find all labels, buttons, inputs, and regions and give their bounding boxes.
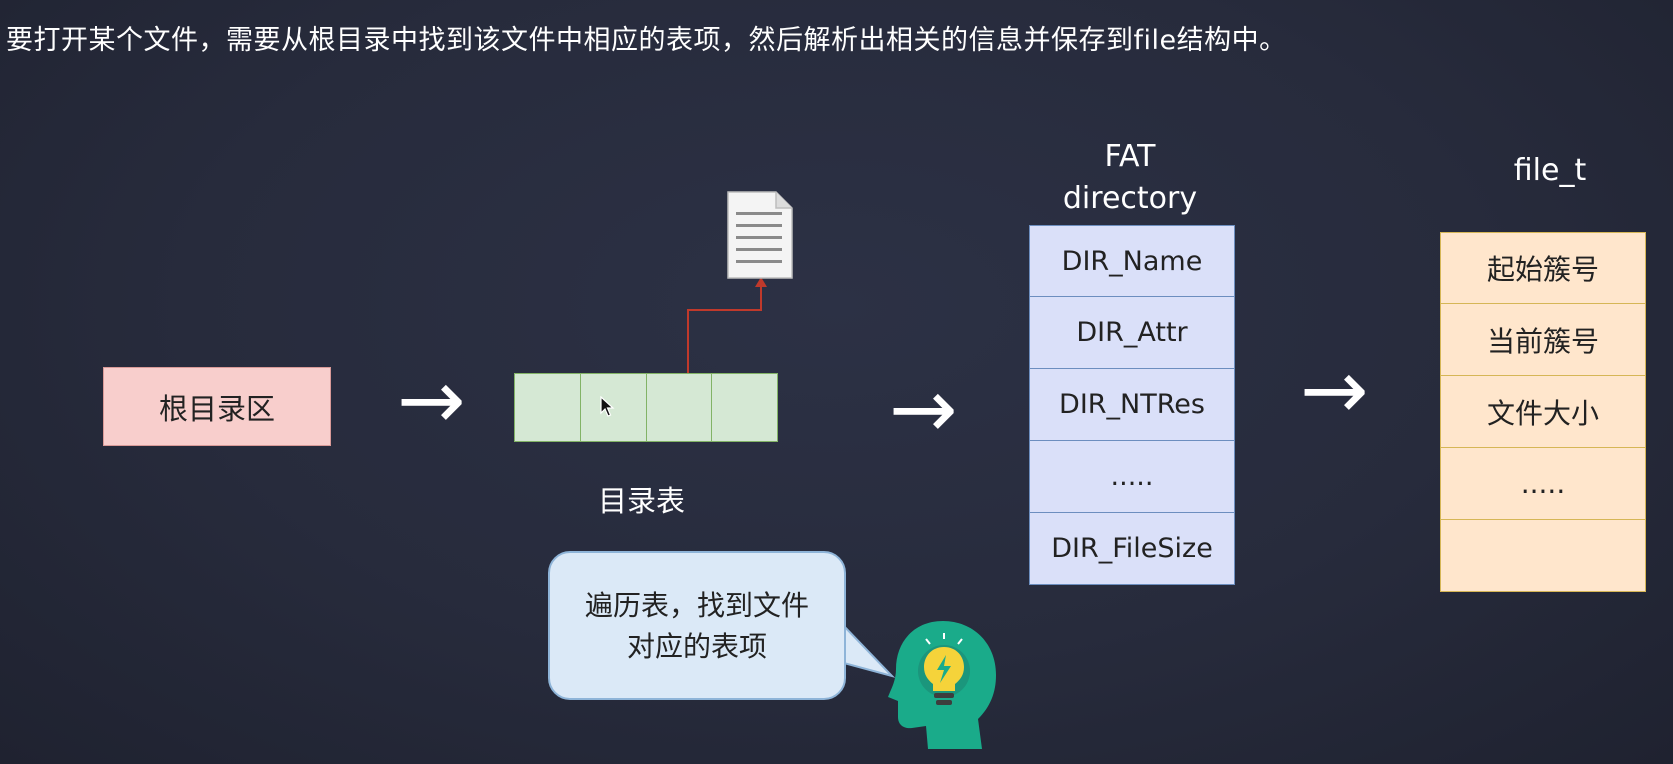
file-struct-row: 起始簇号: [1440, 232, 1646, 304]
fat-directory-row: DIR_NTRes: [1029, 369, 1235, 441]
callout-bubble: 遍历表，找到文件 对应的表项: [548, 551, 846, 700]
fat-directory-row: DIR_FileSize: [1029, 513, 1235, 585]
document-icon: [727, 191, 793, 279]
directory-table-cell: [515, 374, 581, 441]
directory-table-cell: [580, 374, 647, 441]
page-caption: 要打开某个文件，需要从根目录中找到该文件中相应的表项，然后解析出相关的信息并保存…: [6, 25, 1287, 56]
file-struct-table: 起始簇号 当前簇号 文件大小 .....: [1440, 232, 1646, 592]
directory-table-cell: [712, 374, 777, 441]
right-arrow-icon: →: [1300, 343, 1369, 438]
fat-directory-row: .....: [1029, 441, 1235, 513]
right-arrow-icon: →: [889, 362, 958, 457]
root-directory-box: 根目录区: [103, 367, 331, 446]
directory-table-cell: [646, 374, 713, 441]
callout-line1: 遍历表，找到文件: [584, 588, 809, 622]
fat-directory-title-line1: FAT: [1104, 139, 1156, 174]
connector-arrow: [687, 277, 767, 373]
file-struct-row: 当前簇号: [1440, 304, 1646, 376]
file-struct-row: 文件大小: [1440, 376, 1646, 448]
root-directory-label: 根目录区: [158, 391, 275, 426]
directory-table-label: 目录表: [598, 484, 686, 518]
fat-directory-title-line2: directory: [1062, 181, 1198, 216]
directory-table: [514, 373, 778, 442]
mouse-cursor-icon: [600, 396, 615, 417]
right-arrow-icon: →: [397, 353, 466, 448]
fat-directory-row: DIR_Name: [1029, 225, 1235, 297]
file-struct-row: .....: [1440, 448, 1646, 520]
file-struct-row: [1440, 520, 1646, 592]
fat-directory-title: FAT directory: [1030, 136, 1230, 220]
fat-directory-table: DIR_Name DIR_Attr DIR_NTRes ..... DIR_Fi…: [1029, 225, 1235, 585]
callout-tail: [840, 621, 896, 678]
file-struct-title: file_t: [1513, 153, 1587, 188]
callout-line2: 对应的表项: [626, 629, 767, 663]
fat-directory-row: DIR_Attr: [1029, 297, 1235, 369]
idea-head-icon: [888, 621, 996, 749]
